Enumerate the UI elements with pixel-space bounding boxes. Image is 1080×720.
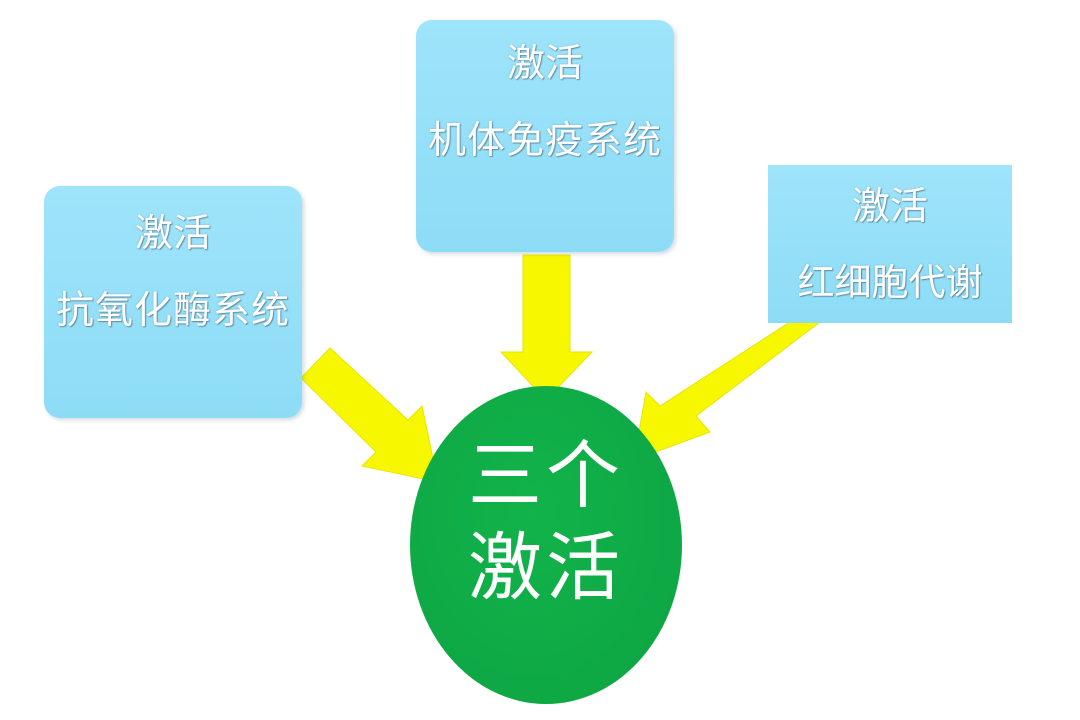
right-box-title: 激活 [851,184,928,228]
left-box-antioxidant-enzyme: 激活 抗氧化酶系统 [44,186,302,418]
left-box-label: 抗氧化酶系统 [55,288,290,332]
arrow-top [499,254,594,401]
top-box-title: 激活 [506,41,583,85]
top-box-label: 机体免疫系统 [427,118,662,162]
right-box-label: 红细胞代谢 [797,261,983,304]
arrow-right [633,321,822,461]
right-box-rbc-metabolism: 激活 红细胞代谢 [768,165,1012,323]
center-label-line1: 三个 [468,433,624,519]
center-label: 三个 激活 [410,430,682,614]
top-box-immune-system: 激活 机体免疫系统 [416,20,674,252]
center-ellipse [410,386,682,704]
arrow-left [300,347,439,483]
left-box-title: 激活 [134,211,211,255]
center-label-line2: 激活 [468,525,624,611]
